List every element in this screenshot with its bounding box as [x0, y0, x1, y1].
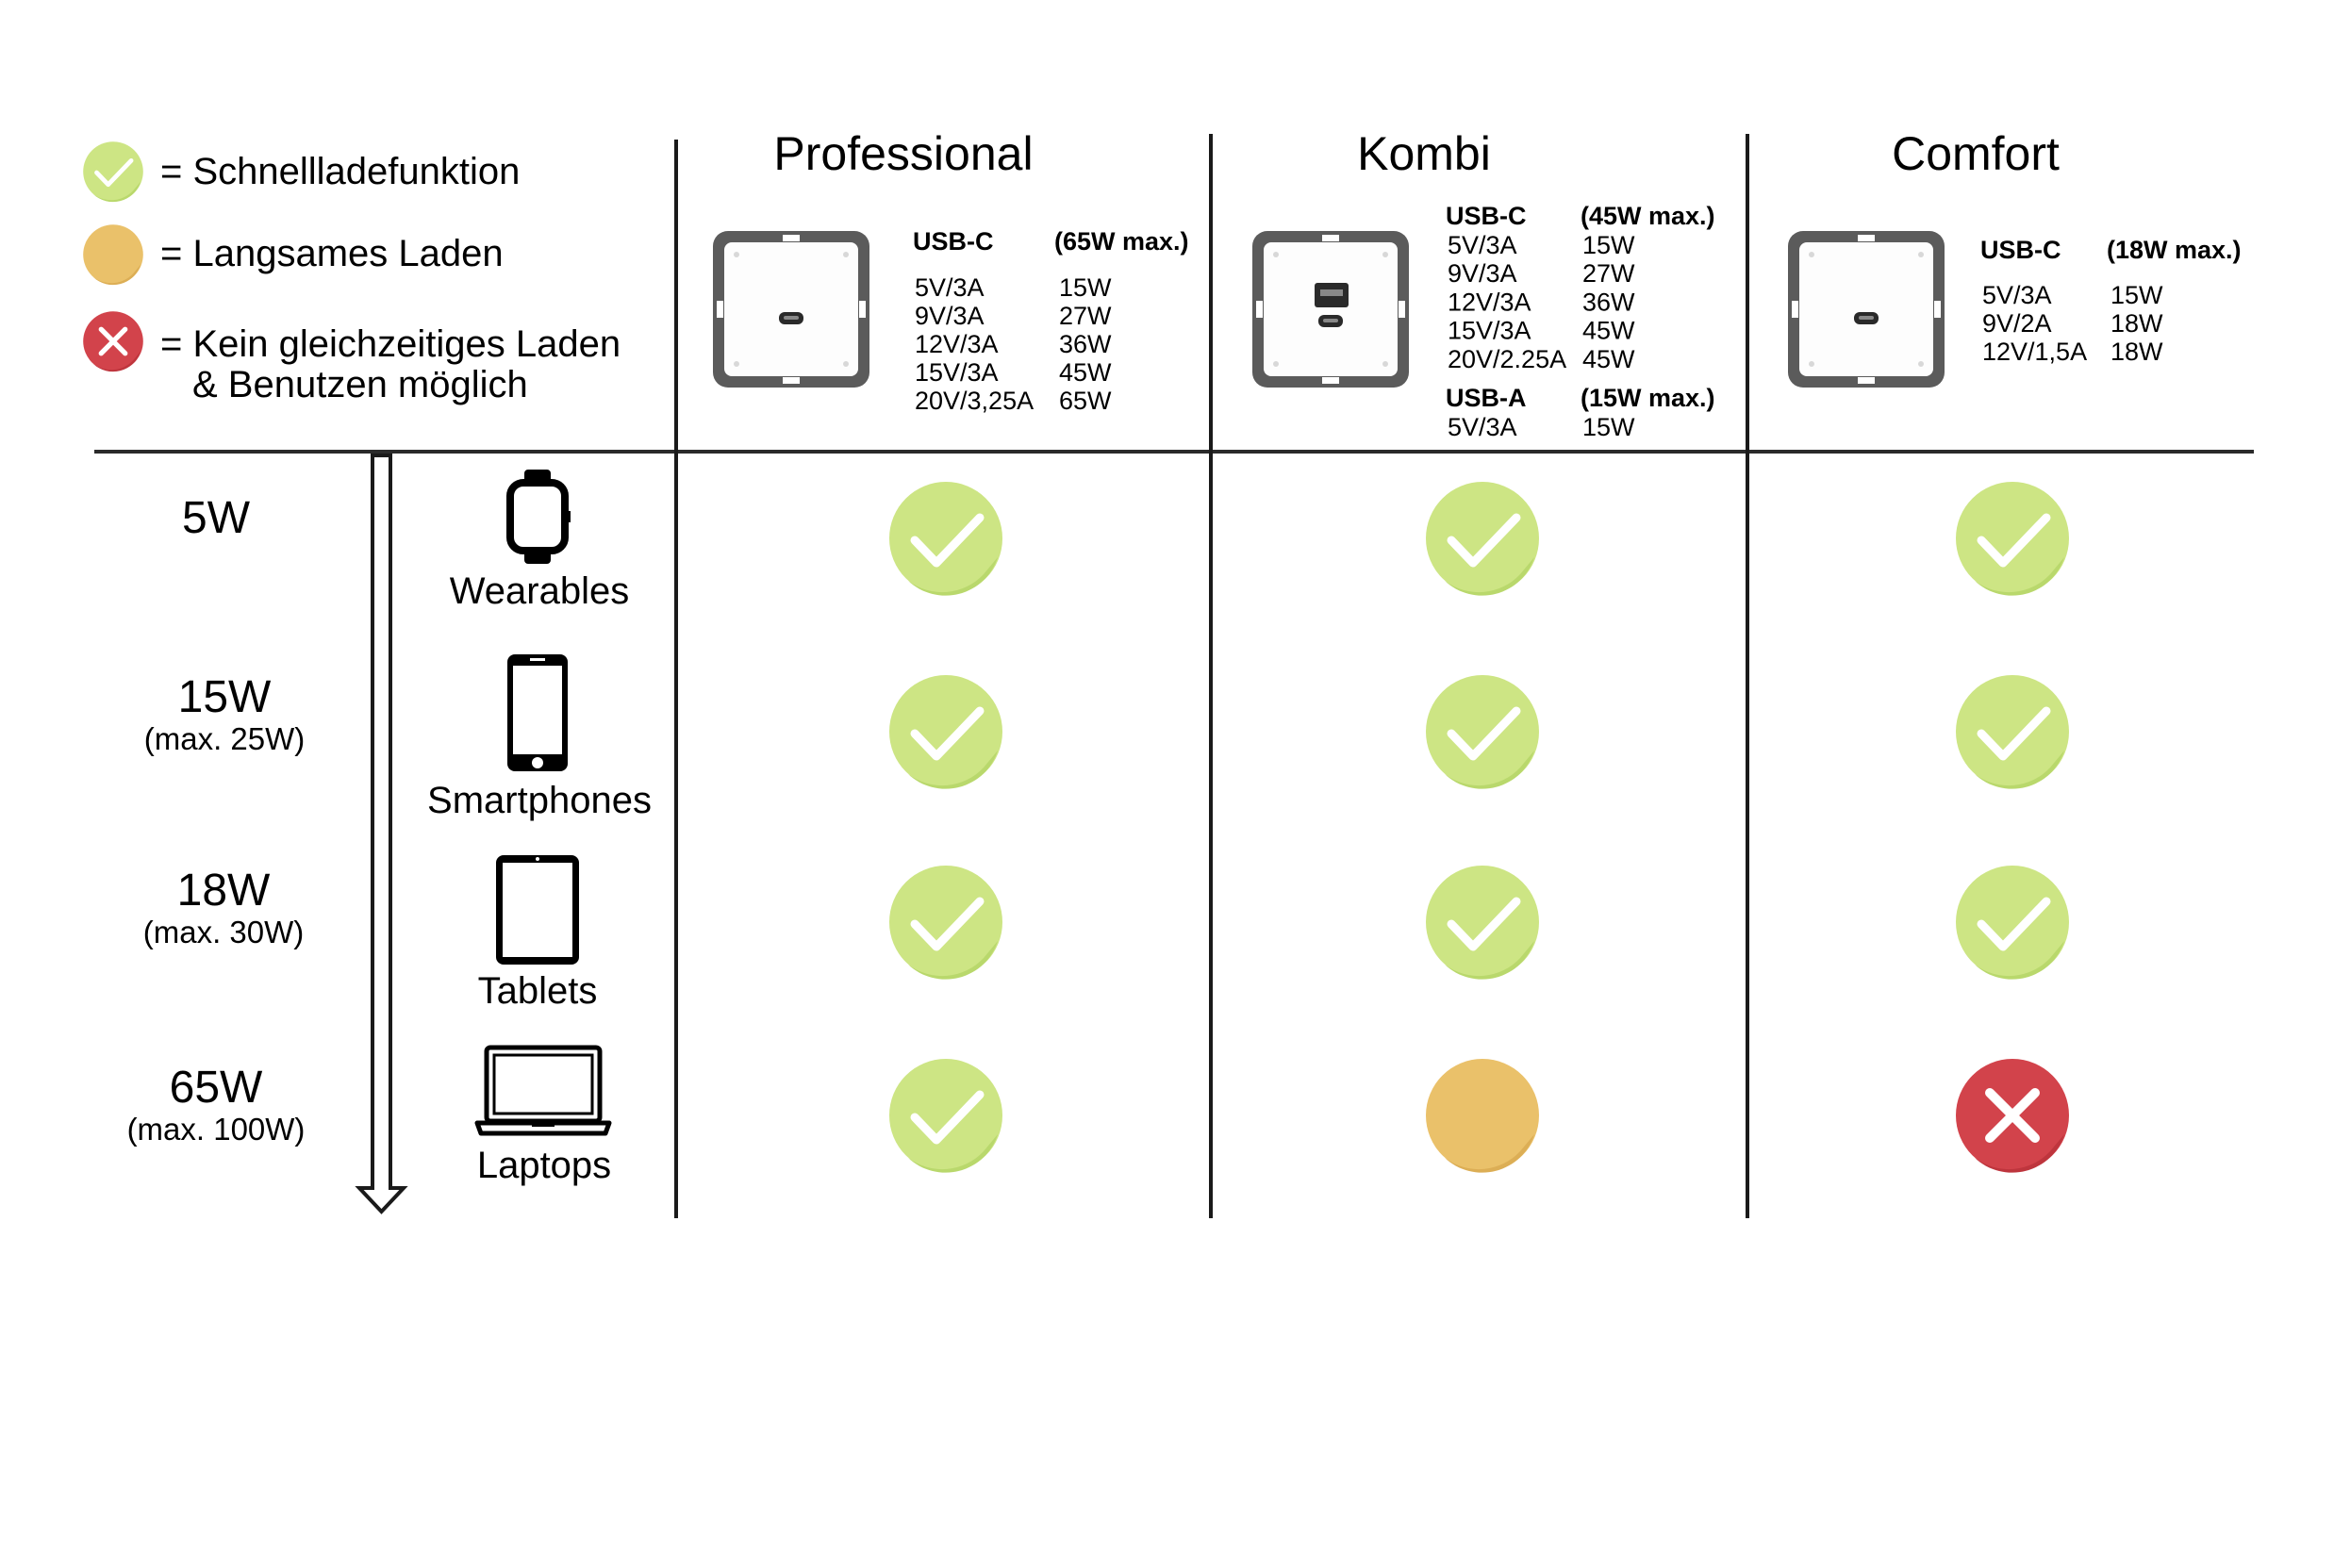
spec-voltage: 20V/2.25A [1448, 345, 1566, 373]
spec-watt: 65W [1059, 387, 1112, 415]
spec-voltage: 5V/3A [915, 273, 985, 302]
spec-max-label: (45W max.) [1581, 202, 1715, 230]
tablet-icon [496, 855, 579, 965]
device-row-wearables: 5W Wearables [182, 470, 2069, 612]
spec-voltage: 5V/3A [1448, 413, 1517, 441]
spec-voltage: 20V/3,25A [915, 387, 1034, 415]
spec-watt: 36W [1059, 330, 1112, 358]
spec-watt: 15W [1582, 413, 1635, 441]
legend-none-label-2: & Benutzen möglich [192, 364, 528, 405]
device-power: 65W [170, 1063, 263, 1113]
device-power: 5W [182, 493, 251, 543]
power-arrow [355, 454, 408, 1214]
spec-port-label: USB-C [1446, 202, 1527, 230]
fast-charge-check-icon [889, 866, 1002, 980]
spec-watt: 15W [1582, 231, 1635, 259]
device-power: 15W [178, 672, 272, 722]
fast-charge-check-icon [889, 1059, 1002, 1173]
spec-voltage: 12V/1,5A [1982, 338, 2087, 366]
device-name: Wearables [450, 570, 629, 612]
legend-slow-icon [83, 224, 143, 286]
spec-voltage: 9V/3A [1448, 259, 1517, 288]
table-grid [94, 134, 2254, 1218]
spec-block-usb-a: USB-A (15W max.) 5V/3A 15W [1446, 384, 1715, 441]
spec-block-usb-c: USB-C (18W max.) 5V/3A 15W 9V/2A 18W 12V/1,5A 1… [1980, 236, 2242, 366]
spec-block-usb-c: USB-C (65W max.) 5V/3A 15W 9V/3A 27W 12V/3A 36W… [913, 227, 1189, 415]
spec-watt: 45W [1059, 358, 1112, 387]
spec-max-label: (15W max.) [1581, 384, 1715, 412]
fast-charge-check-icon [1956, 482, 2069, 596]
device-name: Laptops [477, 1145, 611, 1186]
legend-fast-label: = Schnellladefunktion [160, 151, 520, 192]
slow-charge-icon [1426, 1059, 1539, 1173]
spec-voltage: 15V/3A [1448, 317, 1531, 345]
legend: = Schnellladefunktion = Langsames Laden … [83, 141, 621, 405]
legend-fast-icon [83, 141, 143, 202]
spec-voltage: 9V/2A [1982, 309, 2052, 338]
spec-port-label: USB-C [1980, 236, 2061, 264]
spec-block-usb-c: USB-C (45W max.) 5V/3A 15W 9V/3A 27W 12V/3A 36W… [1446, 202, 1715, 373]
device-power-max: (max. 30W) [143, 915, 305, 949]
legend-slow-label: = Langsames Laden [160, 233, 504, 274]
spec-voltage: 5V/3A [1448, 231, 1517, 259]
product-title: Professional [773, 127, 1033, 180]
device-row-laptops: 65W(max. 100W) Laptops [127, 1045, 2069, 1186]
spec-voltage: 9V/3A [915, 302, 985, 330]
spec-watt: 45W [1582, 317, 1635, 345]
spec-voltage: 12V/3A [915, 330, 999, 358]
spec-watt: 27W [1059, 302, 1112, 330]
fast-charge-check-icon [1426, 866, 1539, 980]
device-power-max: (max. 100W) [127, 1112, 306, 1147]
legend-none-icon [83, 311, 143, 371]
no-charge-x-icon [1956, 1059, 2069, 1173]
product-title: Kombi [1357, 127, 1491, 180]
spec-watt: 45W [1582, 345, 1635, 373]
spec-port-label: USB-C [913, 227, 994, 256]
fast-charge-check-icon [889, 675, 1002, 789]
fast-charge-check-icon [1956, 866, 2069, 980]
socket-image-kombi [1252, 231, 1409, 388]
device-row-tablets: 18W(max. 30W) Tablets [143, 855, 2069, 1012]
spec-voltage: 5V/3A [1982, 281, 2052, 309]
device-row-smartphones: 15W(max. 25W) Smartphones [144, 654, 2069, 821]
spec-watt: 27W [1582, 259, 1635, 288]
spec-watt: 18W [2111, 338, 2163, 366]
legend-none-label: = Kein gleichzeitiges Laden [160, 323, 621, 365]
socket-image-professional [713, 231, 869, 388]
product-title: Comfort [1892, 127, 2060, 180]
device-power: 18W [177, 866, 271, 916]
laptop-icon [474, 1045, 612, 1136]
spec-port-label: USB-A [1446, 384, 1527, 412]
spec-watt: 18W [2111, 309, 2163, 338]
spec-voltage: 12V/3A [1448, 288, 1531, 316]
spec-watt: 36W [1582, 288, 1635, 316]
device-name: Smartphones [427, 780, 652, 821]
smartphone-icon [507, 654, 568, 771]
spec-watt: 15W [2111, 281, 2163, 309]
device-name: Tablets [478, 970, 598, 1012]
spec-max-label: (18W max.) [2107, 236, 2242, 264]
fast-charge-check-icon [1426, 482, 1539, 596]
fast-charge-check-icon [1956, 675, 2069, 789]
smartwatch-icon [506, 470, 571, 564]
fast-charge-check-icon [1426, 675, 1539, 789]
fast-charge-check-icon [889, 482, 1002, 596]
spec-max-label: (65W max.) [1054, 227, 1189, 256]
socket-image-comfort [1788, 231, 1945, 388]
spec-watt: 15W [1059, 273, 1112, 302]
spec-voltage: 15V/3A [915, 358, 999, 387]
device-power-max: (max. 25W) [144, 721, 306, 756]
